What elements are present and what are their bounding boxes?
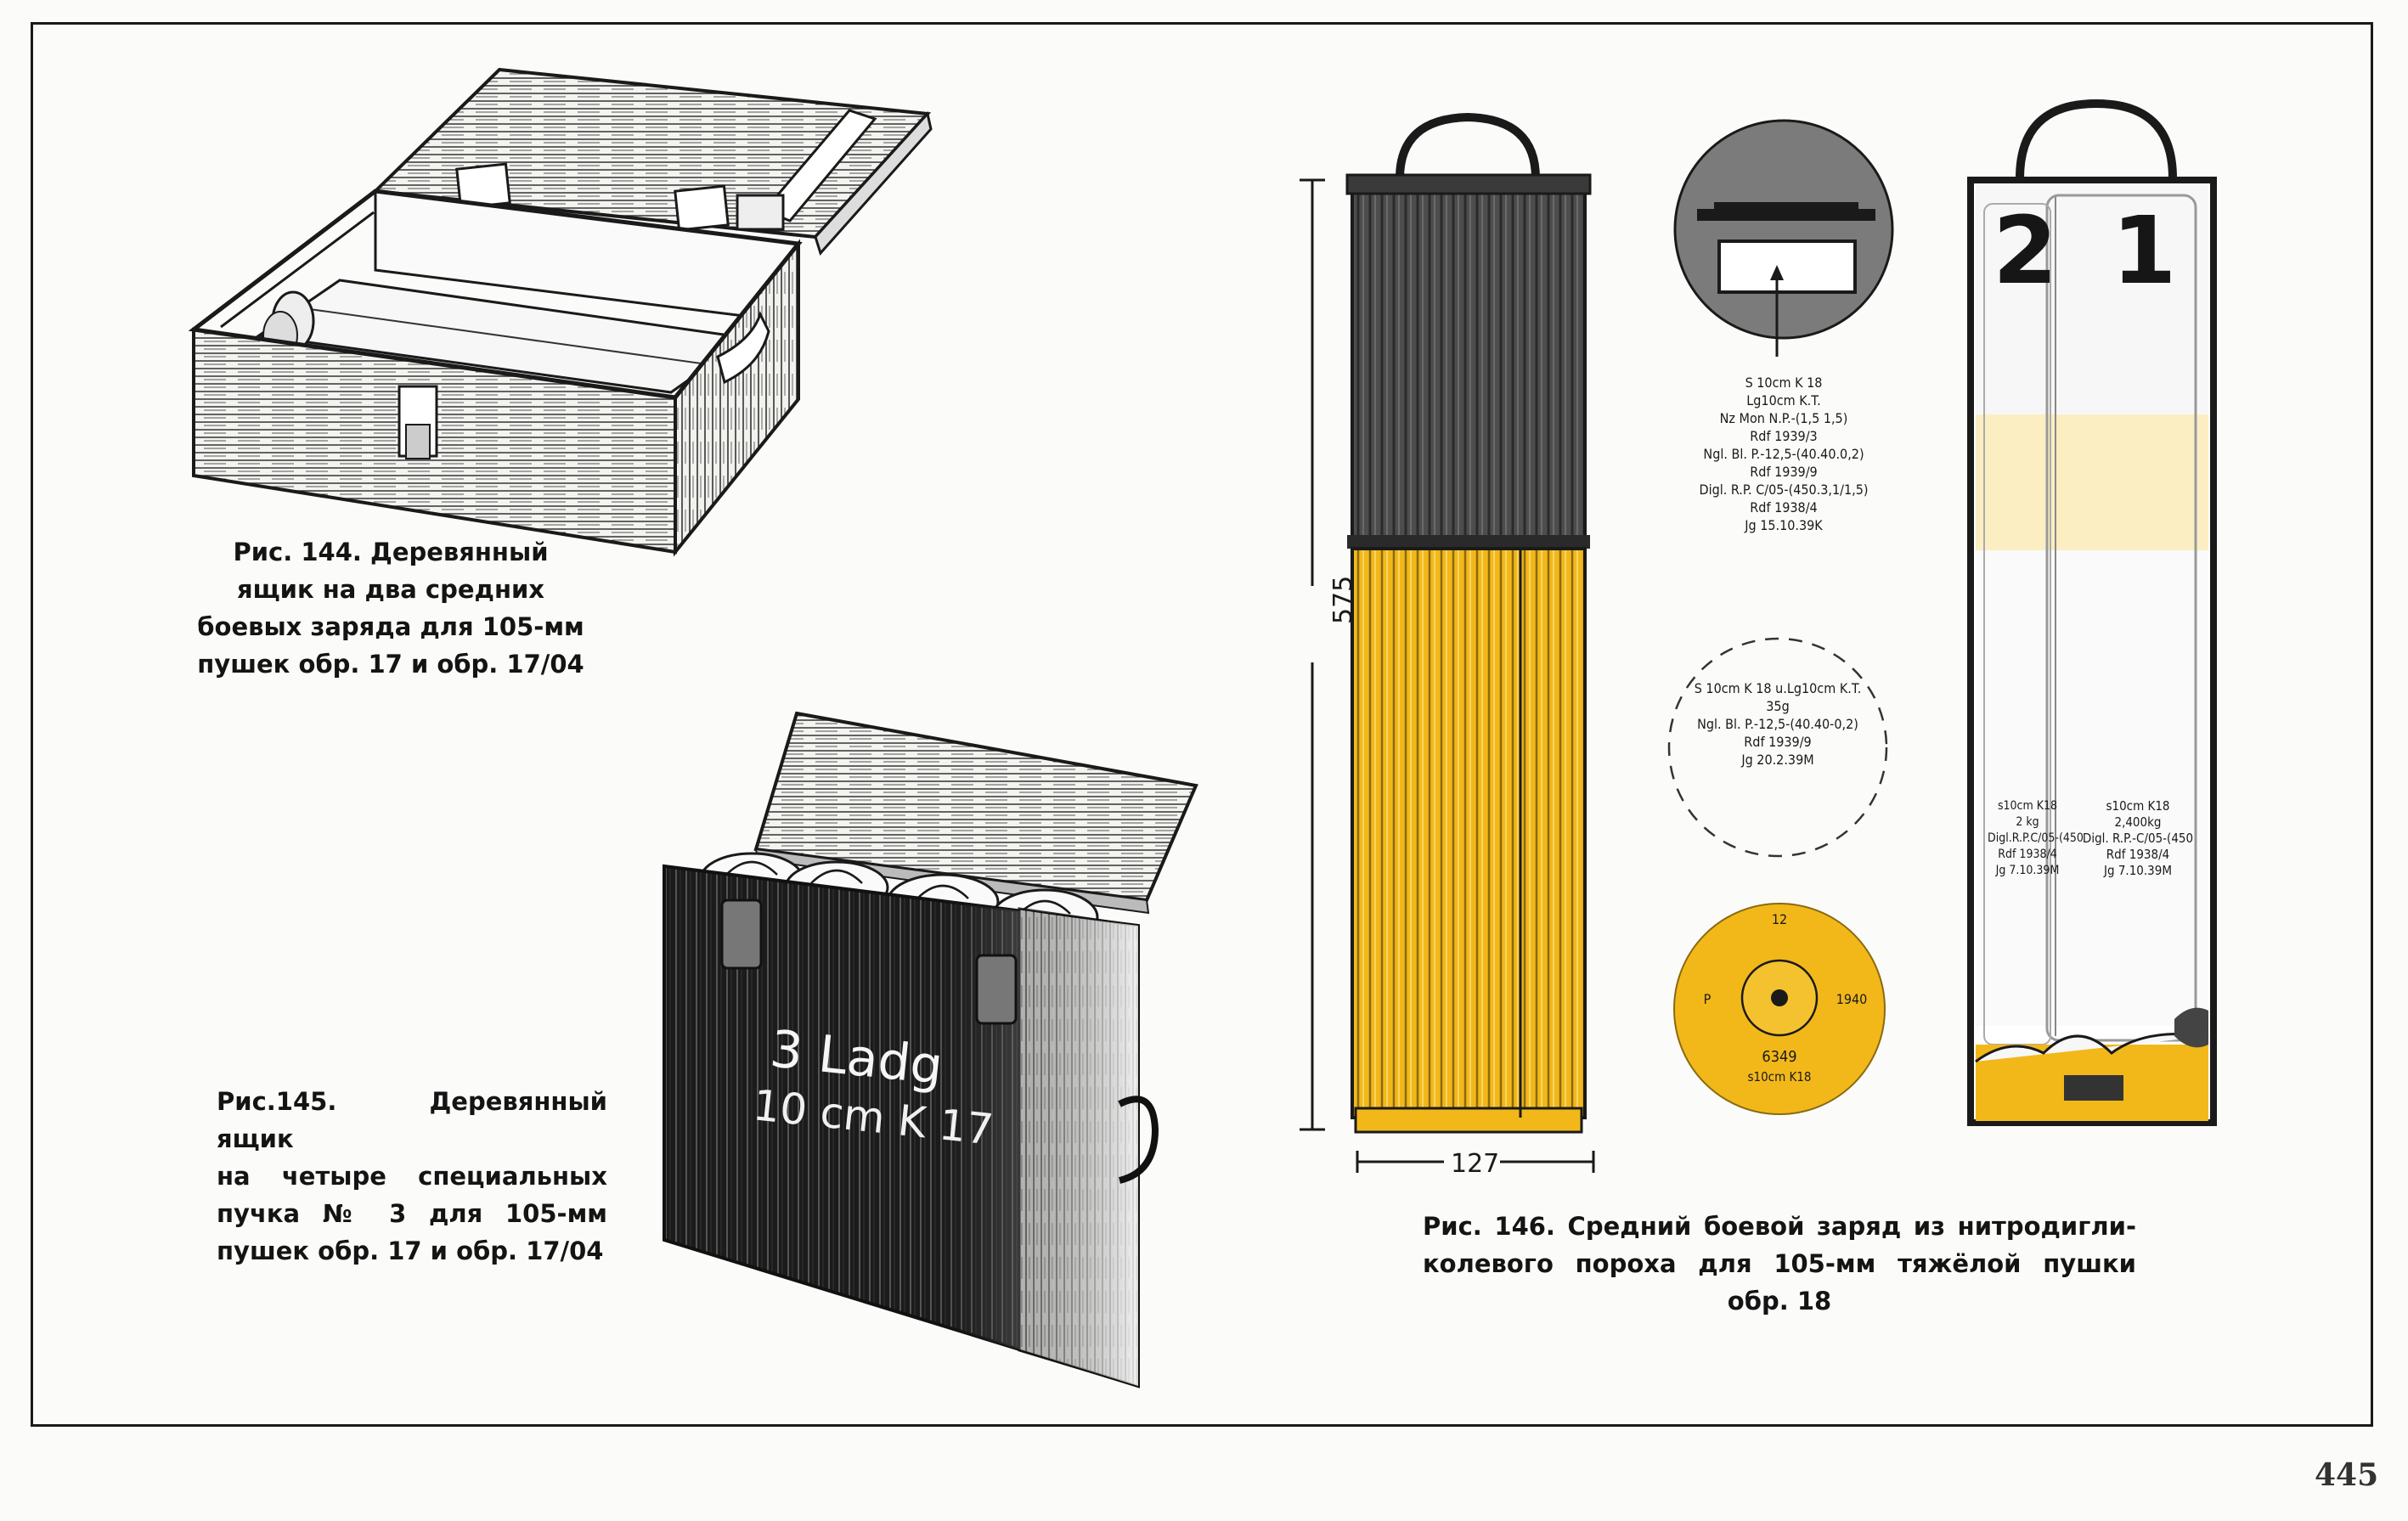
bag1-line: 2,400kg — [2114, 814, 2162, 830]
bag2-line: s10cm K18 — [1997, 799, 2058, 813]
stamp-line: Rdf 1939/9 — [1744, 734, 1812, 750]
bag-2-label: s10cm K18 2 kg Digl.R.P.C/05-(450 Rdf 19… — [1988, 798, 2084, 879]
label-line: Nz Mon N.P.-(1,5 1,5) — [1719, 410, 1848, 426]
caption-line: боевых заряда для 105-мм — [197, 612, 584, 641]
label-line: Rdf 1938/4 — [1750, 499, 1818, 515]
section-number-1: 1 — [2112, 196, 2177, 305]
figure-145-caption: Рис.145. Деревянный ящик на четыре специ… — [217, 1083, 607, 1270]
disc-left-letter: P — [1703, 991, 1712, 1007]
caption-line: Рис.145. Деревянный ящик — [217, 1087, 607, 1153]
caption-line: пушек обр. 17 и обр. 17/04 — [197, 650, 584, 679]
caption-line: Рис. 146. Средний боевой заряд из нитрод… — [1423, 1212, 2136, 1241]
label-line: Ngl. Bl. P.-12,5-(40.40.0,2) — [1703, 446, 1864, 462]
charge-label-block: S 10cm K 18 Lg10cm K.T. Nz Mon N.P.-(1,5… — [1648, 374, 1920, 534]
disc-lot-number: 6349 — [1762, 1048, 1797, 1066]
caption-line: ящик на два средних — [236, 575, 545, 604]
dimension-height: 575 — [1328, 576, 1358, 624]
bag1-line: Jg 7.10.39M — [2104, 863, 2172, 878]
wooden-box-two-charges-illustration — [188, 67, 933, 557]
bag2-line: 2 kg — [2016, 815, 2039, 829]
stamp-line: 35g — [1766, 698, 1790, 714]
label-line: Jg 15.10.39K — [1745, 517, 1823, 533]
bag1-line: s10cm K18 — [2106, 798, 2170, 814]
bag1-line: Rdf 1938/4 — [2106, 847, 2170, 862]
stamp-line: Ngl. Bl. P.-12,5-(40.40-0,2) — [1697, 716, 1858, 732]
caption-line: пушек обр. 17 и обр. 17/04 — [217, 1237, 604, 1265]
caption-line: на четыре специальных — [217, 1162, 607, 1191]
caption-line: Рис. 144. Деревянный — [233, 538, 549, 566]
charge-cylinder-illustration: 575 127 — [1295, 112, 1595, 1179]
stamp-line: S 10cm K 18 u.Lg10cm K.T. — [1694, 680, 1862, 696]
bag2-line: Rdf 1938/4 — [1998, 848, 2057, 861]
bag-1-label: s10cm K18 2,400kg Digl. R.P.-C/05-(450 R… — [2066, 798, 2210, 879]
label-line: Rdf 1939/9 — [1750, 464, 1818, 480]
bag1-line: Digl. R.P.-C/05-(450 — [2082, 831, 2194, 846]
stamp-dashed-circle — [1667, 637, 1888, 858]
label-line: S 10cm K 18 — [1745, 375, 1823, 391]
section-number-2: 2 — [1993, 196, 2058, 305]
label-line: Rdf 1939/3 — [1750, 428, 1818, 444]
caption-line: колевого пороха для 105-мм тяжёлой пушки — [1423, 1249, 2136, 1278]
label-line: Digl. R.P. C/05-(450.3,1/1,5) — [1699, 482, 1869, 498]
figure-144-caption: Рис. 144. Деревянный ящик на два средних… — [191, 533, 590, 683]
bag2-line: Jg 7.10.39M — [1995, 864, 2060, 877]
disc-right-year: 1940 — [1836, 991, 1868, 1007]
label-line: Lg10cm K.T. — [1746, 392, 1821, 408]
wooden-box-four-bundles-illustration: 3 Ladg 10 cm K 17 — [663, 711, 1198, 1389]
caption-line: обр. 18 — [1727, 1287, 1832, 1315]
disc-gun-label: s10cm K18 — [1747, 1069, 1812, 1084]
dimension-width: 127 — [1451, 1149, 1499, 1179]
page-number: 445 — [2315, 1457, 2379, 1493]
lid-detail-circle — [1673, 119, 1894, 357]
caption-line: пучка № 3 для 105-мм — [217, 1199, 607, 1228]
stamp-text: S 10cm K 18 u.Lg10cm K.T. 35g Ngl. Bl. P… — [1672, 679, 1884, 769]
stamp-line: Jg 20.2.39M — [1741, 752, 1814, 768]
figure-146-caption: Рис. 146. Средний боевой заряд из нитрод… — [1423, 1208, 2136, 1320]
charge-section-illustration — [1967, 99, 2217, 1126]
figure-frame — [31, 22, 2373, 1427]
base-disc — [1673, 903, 1886, 1115]
disc-top-number: 12 — [1771, 911, 1788, 927]
bag2-line: Digl.R.P.C/05-(450 — [1988, 831, 2084, 845]
